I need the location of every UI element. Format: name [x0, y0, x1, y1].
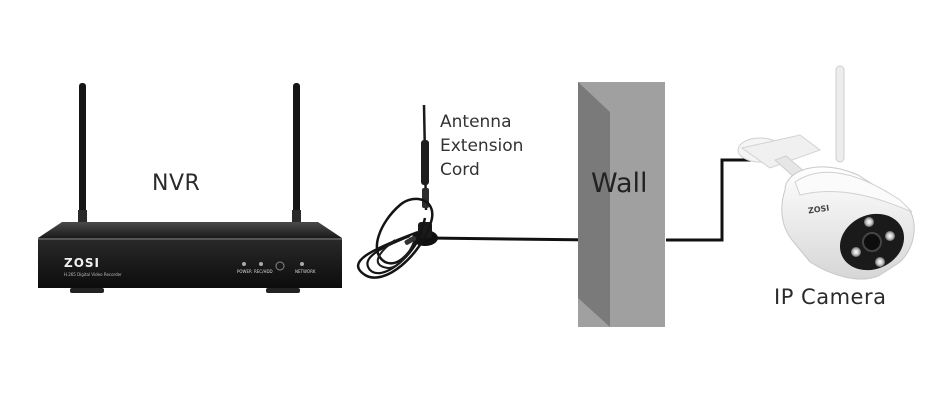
antenna-extension-cord-label: Antenna Extension Cord	[440, 110, 523, 182]
antenna-cable-line	[428, 238, 598, 240]
nvr-antenna-right	[293, 83, 300, 223]
nvr-brand-logo: ZOSI	[64, 256, 100, 270]
nvr-model-text: H.265 Digital Video Recorder	[64, 272, 122, 277]
camera-cable-line	[666, 160, 752, 240]
nvr-indicator-rec: REC/HDD	[254, 269, 273, 274]
ip-camera-device	[738, 66, 914, 280]
antenna-label-line-2: Extension	[440, 134, 523, 158]
nvr-antenna-left	[79, 83, 86, 223]
nvr-indicator-power: POWER	[237, 269, 252, 274]
wall	[578, 82, 665, 327]
antenna-extension-cord	[358, 105, 438, 278]
wall-label: Wall	[591, 168, 648, 199]
nvr-label: NVR	[152, 171, 200, 196]
antenna-label-line-3: Cord	[440, 158, 523, 182]
nvr-indicator-network: NETWORK	[295, 269, 315, 274]
ip-camera-label: IP Camera	[774, 285, 886, 309]
antenna-label-line-1: Antenna	[440, 110, 523, 134]
